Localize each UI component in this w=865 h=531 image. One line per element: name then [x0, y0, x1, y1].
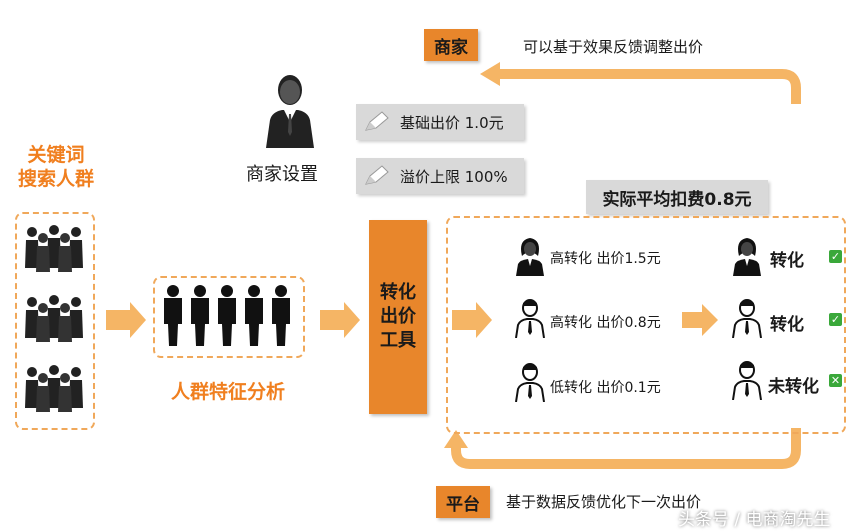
watermark-text: 头条号 / 电商淘先生: [678, 510, 831, 530]
crowd-silhouettes-icon: [164, 285, 290, 346]
male-user-icon: [732, 361, 762, 400]
merchant-tag: 商家: [424, 29, 478, 61]
row3-label: 低转化 出价0.1元: [550, 380, 661, 396]
row3-result: 未转化: [768, 377, 819, 397]
row2-label: 高转化 出价0.8元: [550, 315, 661, 331]
base-bid-text: 基础出价 1.0元: [400, 113, 504, 132]
platform-tag: 平台: [436, 486, 490, 518]
row1-label: 高转化 出价1.5元: [550, 251, 661, 267]
check-icon: ✓: [829, 313, 842, 326]
cross-icon: ✕: [829, 374, 842, 387]
check-icon: ✓: [829, 250, 842, 263]
merchant-person-icon: [266, 75, 314, 148]
row2-result: 转化: [770, 315, 804, 335]
bid-result-box: [446, 216, 846, 434]
premium-cap-box: 溢价上限 100%: [356, 158, 524, 194]
row1-result: 转化: [770, 251, 804, 271]
pencil-icon: [365, 111, 389, 131]
tool-line3: 工具: [380, 330, 416, 351]
crowd-analysis-box: [153, 276, 305, 358]
tool-line2: 出价: [380, 306, 416, 327]
female-user-icon: [516, 238, 544, 276]
crowd-analysis-label: 人群特征分析: [170, 381, 285, 403]
keyword-title-line1: 关键词: [27, 144, 85, 166]
base-bid-box: 基础出价 1.0元: [356, 104, 524, 140]
premium-cap-text: 溢价上限 100%: [400, 167, 508, 186]
avg-fee-box: 实际平均扣费0.8元: [586, 180, 768, 214]
tool-line1: 转化: [380, 282, 416, 303]
keyword-title-line2: 搜索人群: [17, 168, 94, 190]
male-user-icon: [732, 299, 762, 338]
female-user-icon: [733, 238, 761, 276]
merchant-settings-label: 商家设置: [246, 164, 318, 185]
top-feedback-note: 可以基于效果反馈调整出价: [523, 38, 704, 56]
crowd-group-icons: [25, 225, 83, 412]
keyword-crowd-box: [15, 212, 95, 430]
male-user-icon: [515, 363, 545, 402]
bottom-feedback-note: 基于数据反馈优化下一次出价: [506, 493, 702, 511]
pencil-icon: [365, 165, 389, 185]
conversion-bid-tool: 转化 出价 工具: [369, 220, 427, 414]
male-user-icon: [515, 299, 545, 338]
keyword-crowd-title: 关键词 搜索人群: [10, 143, 102, 191]
